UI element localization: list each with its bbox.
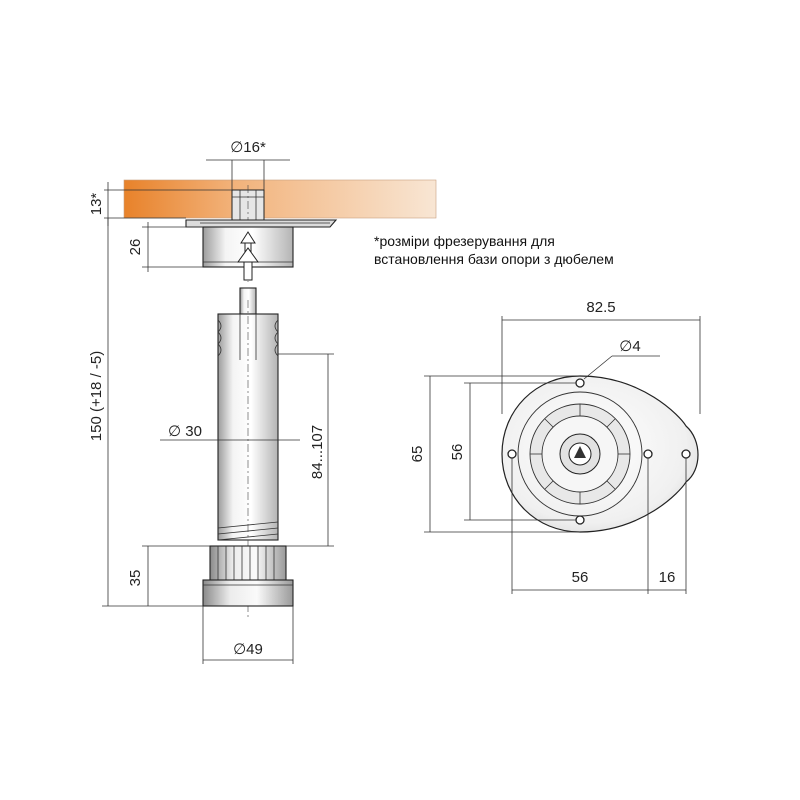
tube-diameter-label: ∅ 30 bbox=[168, 423, 202, 440]
top-view: 82.5 ∅4 65 56 56 16 bbox=[409, 299, 701, 594]
dowel-diameter-label: ∅16* bbox=[230, 139, 266, 156]
dowel bbox=[231, 185, 265, 282]
overall-height-label: 65 bbox=[409, 446, 426, 463]
board bbox=[123, 179, 437, 219]
hole-tab bbox=[681, 449, 691, 459]
hole-bottom bbox=[575, 515, 585, 525]
support-tube bbox=[217, 300, 279, 620]
side-view: ∅16* 13* 26 150 (+18 / -5) ∅ 30 84...107… bbox=[88, 139, 437, 664]
base-height-label: 26 bbox=[127, 239, 144, 256]
adjust-range-label: 84...107 bbox=[309, 425, 326, 479]
note-line-2: встановлення бази опори з дюбелем bbox=[374, 251, 614, 267]
foot bbox=[202, 545, 294, 607]
foot-diameter-label: ∅49 bbox=[233, 641, 263, 658]
hole-right bbox=[643, 449, 653, 459]
total-height-label: 150 (+18 / -5) bbox=[88, 351, 105, 441]
offset-label: 16 bbox=[659, 569, 676, 586]
top-dimension-lines bbox=[424, 316, 701, 594]
hole-left bbox=[507, 449, 517, 459]
hole-spacing-horizontal-label: 56 bbox=[572, 569, 589, 586]
total-width-label: 82.5 bbox=[586, 299, 615, 316]
base-mount bbox=[185, 219, 338, 281]
note-line-1: *розміри фрезерування для bbox=[374, 233, 555, 249]
hole-top bbox=[575, 378, 585, 388]
hole-diameter-label: ∅4 bbox=[619, 338, 640, 355]
foot-height-label: 35 bbox=[127, 570, 144, 587]
board-depth-label: 13* bbox=[88, 193, 105, 216]
hole-spacing-vertical-label: 56 bbox=[449, 444, 466, 461]
side-dimension-lines bbox=[102, 159, 334, 664]
